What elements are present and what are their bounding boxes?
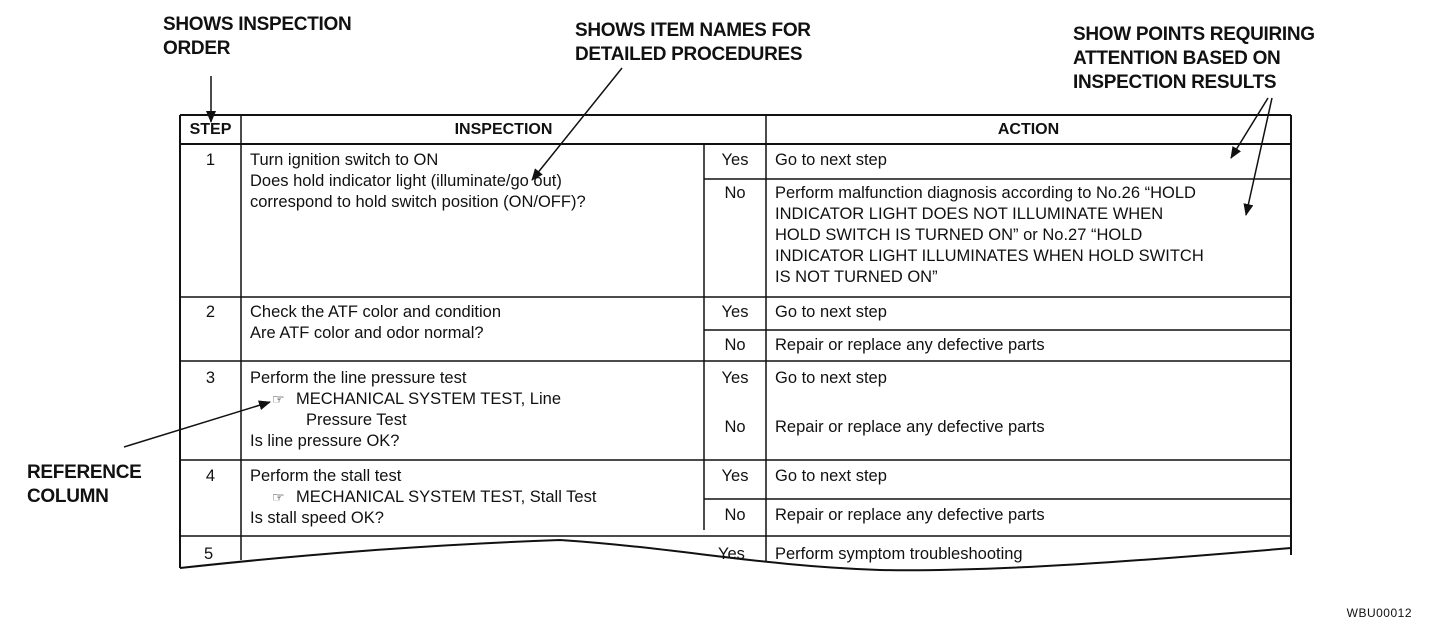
step-number: 1 <box>205 151 216 169</box>
inspection-line: Perform the stall test <box>250 467 402 485</box>
inspection-line: Are ATF color and odor normal? <box>250 324 484 342</box>
callout-line: SHOW POINTS REQUIRING <box>1073 24 1315 45</box>
step-number: 3 <box>205 369 216 387</box>
callout-line: SHOWS ITEM NAMES FOR <box>575 20 811 41</box>
yes-action: Go to next step <box>775 369 887 387</box>
action-line: HOLD SWITCH IS TURNED ON” or No.27 “HOLD <box>775 226 1143 244</box>
yes-action: Go to next step <box>775 467 887 485</box>
no-label: No <box>724 336 746 354</box>
no-label: No <box>724 184 746 202</box>
yes-label: Yes <box>721 467 749 485</box>
inspection-line: Does hold indicator light (illuminate/go… <box>250 172 562 190</box>
document-code: WBU00012 <box>1346 606 1412 620</box>
action-line: Perform malfunction diagnosis according … <box>775 184 1196 202</box>
no-label: No <box>724 418 746 436</box>
step-number: 5 <box>204 545 214 563</box>
inspection-text: Perform the line pressure test ☞ MECHANIC… <box>250 368 561 452</box>
inspection-line: Check the ATF color and condition <box>250 303 501 321</box>
no-action: Repair or replace any defective parts <box>775 506 1045 524</box>
yes-label: Yes <box>718 545 745 563</box>
callout-attention-points: SHOW POINTS REQUIRING ATTENTION BASED ON… <box>1073 23 1315 95</box>
no-label: No <box>724 506 746 524</box>
action-line: INDICATOR LIGHT DOES NOT ILLUMINATE WHEN <box>775 205 1164 223</box>
header-inspection: INSPECTION <box>454 121 553 138</box>
inspection-text: Check the ATF color and condition Are AT… <box>250 302 501 344</box>
pointing-hand-reference-icon: ☞ <box>272 391 285 407</box>
callout-line: COLUMN <box>27 486 109 507</box>
header-action: ACTION <box>997 121 1060 138</box>
inspection-line: Is line pressure OK? <box>250 432 400 450</box>
yes-label: Yes <box>721 369 749 387</box>
no-action: Perform malfunction diagnosis according … <box>775 183 1204 288</box>
yes-label: Yes <box>721 303 749 321</box>
yes-action: Go to next step <box>775 151 887 169</box>
callout-line: DETAILED PROCEDURES <box>575 44 803 65</box>
callout-line: SHOWS INSPECTION <box>163 14 352 35</box>
reference-text: MECHANICAL SYSTEM TEST, Line <box>296 390 561 408</box>
yes-label: Yes <box>721 151 749 169</box>
callout-line: INSPECTION RESULTS <box>1073 72 1277 93</box>
inspection-text: Turn ignition switch to ON Does hold ind… <box>250 150 586 213</box>
reference-text: MECHANICAL SYSTEM TEST, Stall Test <box>296 488 597 506</box>
callout-line: ORDER <box>163 38 231 59</box>
inspection-line: Turn ignition switch to ON <box>250 151 439 169</box>
no-action: Repair or replace any defective parts <box>775 336 1045 354</box>
inspection-text: Perform the stall test ☞ MECHANICAL SYSTE… <box>250 466 596 529</box>
reference-line: ☞ MECHANICAL SYSTEM TEST, Line <box>250 389 561 410</box>
callout-line: ATTENTION BASED ON <box>1073 48 1281 69</box>
callout-inspection-order: SHOWS INSPECTION ORDER <box>163 13 352 61</box>
step-number: 2 <box>205 303 216 321</box>
inspection-line: Is stall speed OK? <box>250 509 384 527</box>
inspection-line: correspond to hold switch position (ON/O… <box>250 193 586 211</box>
yes-action: Go to next step <box>775 303 887 321</box>
action-line: INDICATOR LIGHT ILLUMINATES WHEN HOLD SW… <box>775 247 1204 265</box>
step-number: 4 <box>205 467 216 485</box>
inspection-line: Perform the line pressure test <box>250 369 467 387</box>
reference-line: Pressure Test <box>306 411 407 429</box>
callout-line: REFERENCE <box>27 462 142 483</box>
no-action: Repair or replace any defective parts <box>775 418 1045 436</box>
yes-action: Perform symptom troubleshooting <box>775 545 1023 563</box>
pointing-hand-reference-icon: ☞ <box>272 489 285 505</box>
header-step: STEP <box>189 121 232 138</box>
reference-line: ☞ MECHANICAL SYSTEM TEST, Stall Test <box>250 487 596 508</box>
action-line: IS NOT TURNED ON” <box>775 268 938 286</box>
callout-item-names: SHOWS ITEM NAMES FOR DETAILED PROCEDURES <box>575 19 811 67</box>
callout-reference-column: REFERENCE COLUMN <box>27 461 142 509</box>
